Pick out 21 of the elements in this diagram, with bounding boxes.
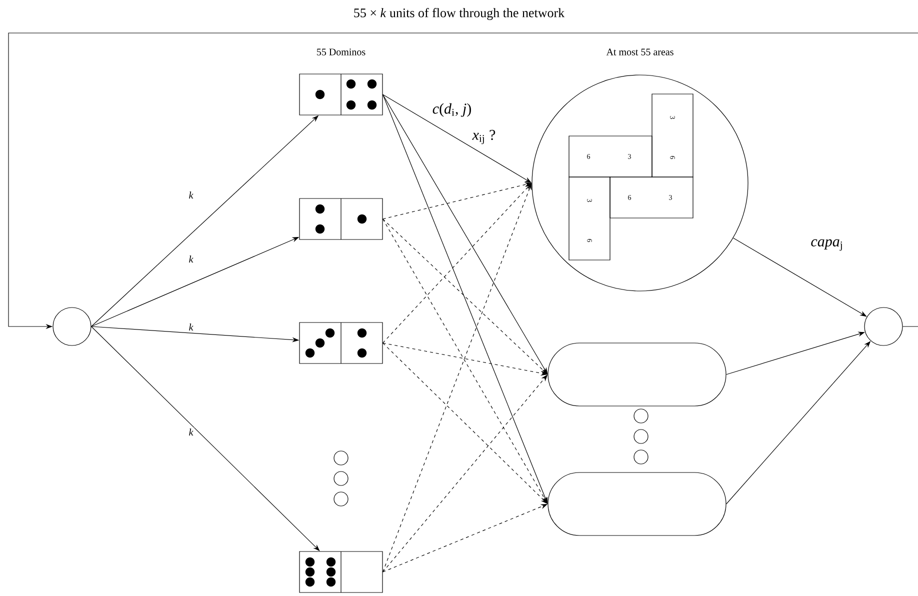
column-heading: 55 Dominos [317,48,366,56]
edge-label: k [188,428,194,436]
edge-label: k [188,322,194,332]
domino [299,322,383,364]
domino [299,551,383,593]
edge-label: capa$_{j}$ [810,238,844,252]
arrow [382,218,548,504]
domino [299,74,383,116]
area-circle [532,74,748,292]
edge-label: k [188,254,194,264]
edge-label: k [188,190,194,200]
formula-label: x$_{ij}$ ? [472,130,496,144]
circle-node [864,307,903,346]
rounded-box [548,342,726,406]
domino [299,198,383,240]
edge-label: c(d$_{i}$, j) [431,102,473,118]
column-heading: At most 55 areas [606,48,674,56]
rounded-box [548,472,726,536]
arrow [382,94,548,374]
circle-node [52,307,92,346]
heading-label: 55 × k units of flow through the network [352,7,566,21]
